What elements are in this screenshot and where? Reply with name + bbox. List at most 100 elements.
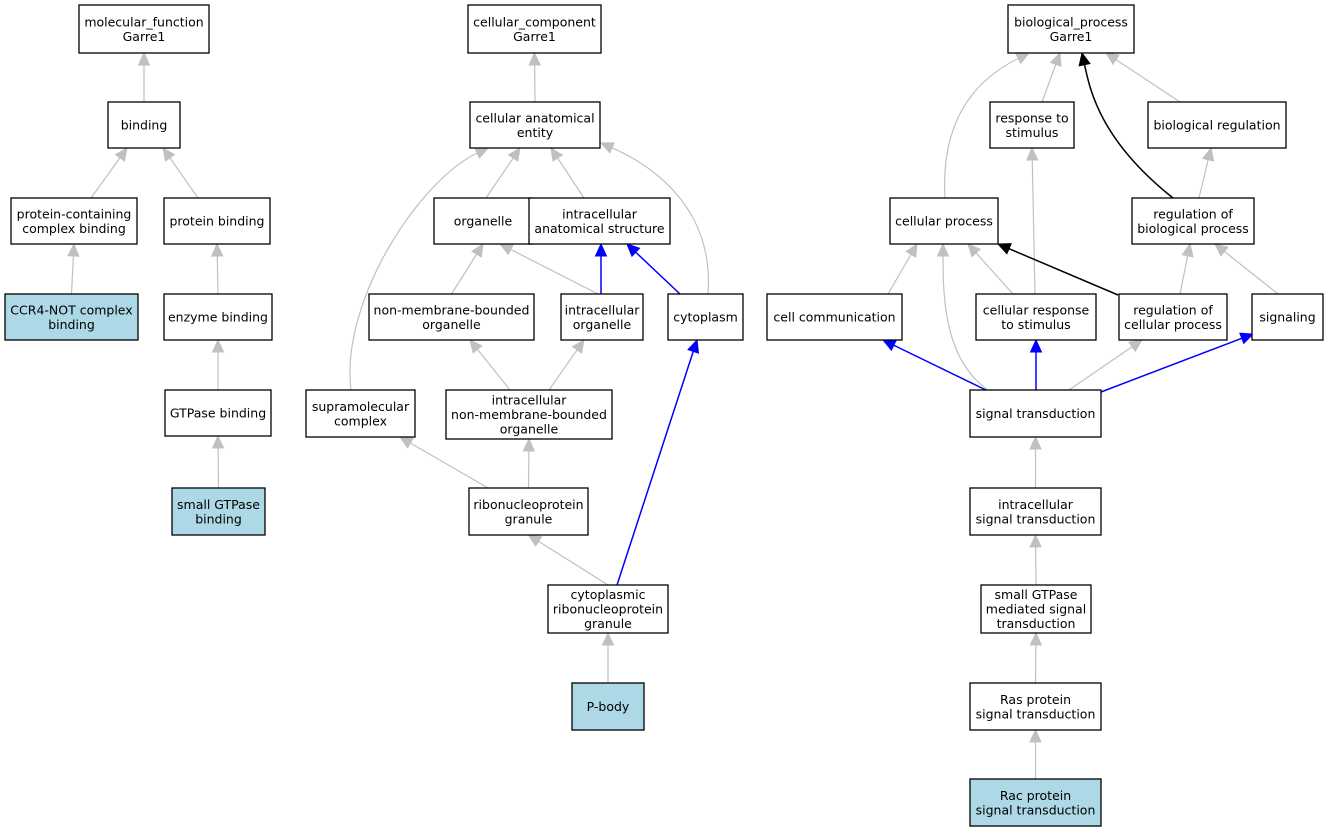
edge-arrowhead	[1025, 146, 1039, 161]
node-label-line: signal transduction	[976, 706, 1096, 721]
node-box	[528, 197, 671, 245]
go-term-node-pb[interactable]: protein binding	[163, 197, 271, 245]
edge-arrowhead	[1078, 51, 1091, 67]
go-term-node-eb[interactable]: enzyme binding	[163, 293, 273, 341]
node-label-line: organelle	[454, 214, 513, 229]
edge-arrowhead	[1029, 631, 1043, 646]
go-term-node-org[interactable]: organelle	[433, 197, 533, 245]
go-term-node-cc_comm[interactable]: cell communication	[766, 293, 903, 341]
edge-line	[635, 251, 681, 295]
go-term-node-binding[interactable]: binding	[107, 101, 181, 149]
edge-arrowhead	[469, 339, 483, 354]
node-label-line: binding	[195, 511, 242, 526]
edge-rac-to-ras	[1029, 728, 1042, 779]
edge-arrowhead	[522, 437, 536, 452]
node-box	[469, 101, 601, 149]
edge-rbp-to-breg	[1198, 146, 1215, 199]
node-label-line: biological regulation	[1153, 118, 1280, 133]
edge-line	[611, 147, 709, 295]
node-box	[4, 293, 139, 341]
node-label-line: signal transduction	[976, 511, 1096, 526]
node-label-line: organelle	[573, 317, 632, 332]
node-label-line: intracellular	[492, 393, 568, 408]
node-label-line: transduction	[997, 616, 1076, 631]
go-term-node-cyto[interactable]: cytoplasm	[667, 293, 744, 341]
edge-io-to-org	[498, 243, 599, 295]
edge-line	[893, 344, 991, 393]
edge-rbp-to-bp_root	[1078, 51, 1174, 199]
go-term-node-gtpb[interactable]: GTPase binding	[164, 389, 272, 437]
edge-arrowhead	[1128, 339, 1143, 353]
node-box	[107, 101, 181, 149]
edge-arrowhead	[162, 147, 176, 162]
go-term-node-st[interactable]: signal transduction	[969, 389, 1102, 438]
node-label-line: to stimulus	[1001, 317, 1070, 332]
edge-line	[887, 254, 912, 295]
node-label-line: protein binding	[169, 214, 264, 229]
node-box	[571, 682, 645, 731]
edge-line	[1083, 64, 1174, 199]
node-box	[368, 293, 535, 341]
node-box	[989, 101, 1075, 149]
node-box	[547, 584, 669, 634]
node-label-line: anatomical structure	[534, 221, 664, 236]
edge-st-to-cc_comm	[881, 339, 991, 393]
go-term-node-pbody[interactable]: P-body	[571, 682, 645, 731]
edge-line	[1041, 64, 1057, 103]
node-label-line: granule	[584, 616, 632, 631]
edge-arrowhead	[1214, 243, 1229, 257]
node-label-line: biological process	[1137, 221, 1249, 236]
node-box	[78, 4, 210, 54]
go-term-node-inmbo[interactable]: intracellularnon-membrane-boundedorganel…	[445, 389, 613, 440]
node-label-line: complex	[334, 413, 387, 428]
edge-arrowhead	[528, 51, 541, 66]
node-box	[164, 389, 272, 437]
go-term-node-breg[interactable]: biological regulation	[1147, 101, 1287, 149]
edge-arrowhead	[1029, 728, 1042, 743]
edge-arrowhead	[67, 242, 80, 257]
node-label-line: entity	[517, 125, 554, 140]
edge-line	[538, 540, 609, 586]
edge-gtpb-to-eb	[211, 338, 225, 390]
node-label-line: small GTPase	[177, 497, 260, 512]
go-term-node-cp[interactable]: cellular process	[889, 197, 999, 245]
node-label-line: cellular_component	[473, 14, 596, 29]
edge-rts-to-bp_root	[1041, 51, 1062, 103]
node-label-line: regulation of	[1133, 302, 1213, 317]
edge-arrowhead	[687, 338, 700, 354]
go-term-node-sig[interactable]: signaling	[1251, 293, 1324, 341]
node-label-line: Garre1	[513, 29, 556, 44]
node-box	[163, 293, 273, 341]
node-label-line: Rac protein	[1000, 788, 1071, 803]
edge-arrowhead	[114, 147, 128, 162]
edge-pcb-to-binding	[90, 147, 128, 199]
edge-line	[1100, 337, 1243, 393]
edge-binding-to-mf_root	[137, 51, 151, 102]
node-box	[969, 682, 1102, 731]
node-label-line: supramolecular	[312, 399, 410, 414]
edge-line	[169, 157, 199, 199]
edge-line	[349, 152, 478, 391]
edge-ras-to-sgmst	[1029, 631, 1043, 684]
